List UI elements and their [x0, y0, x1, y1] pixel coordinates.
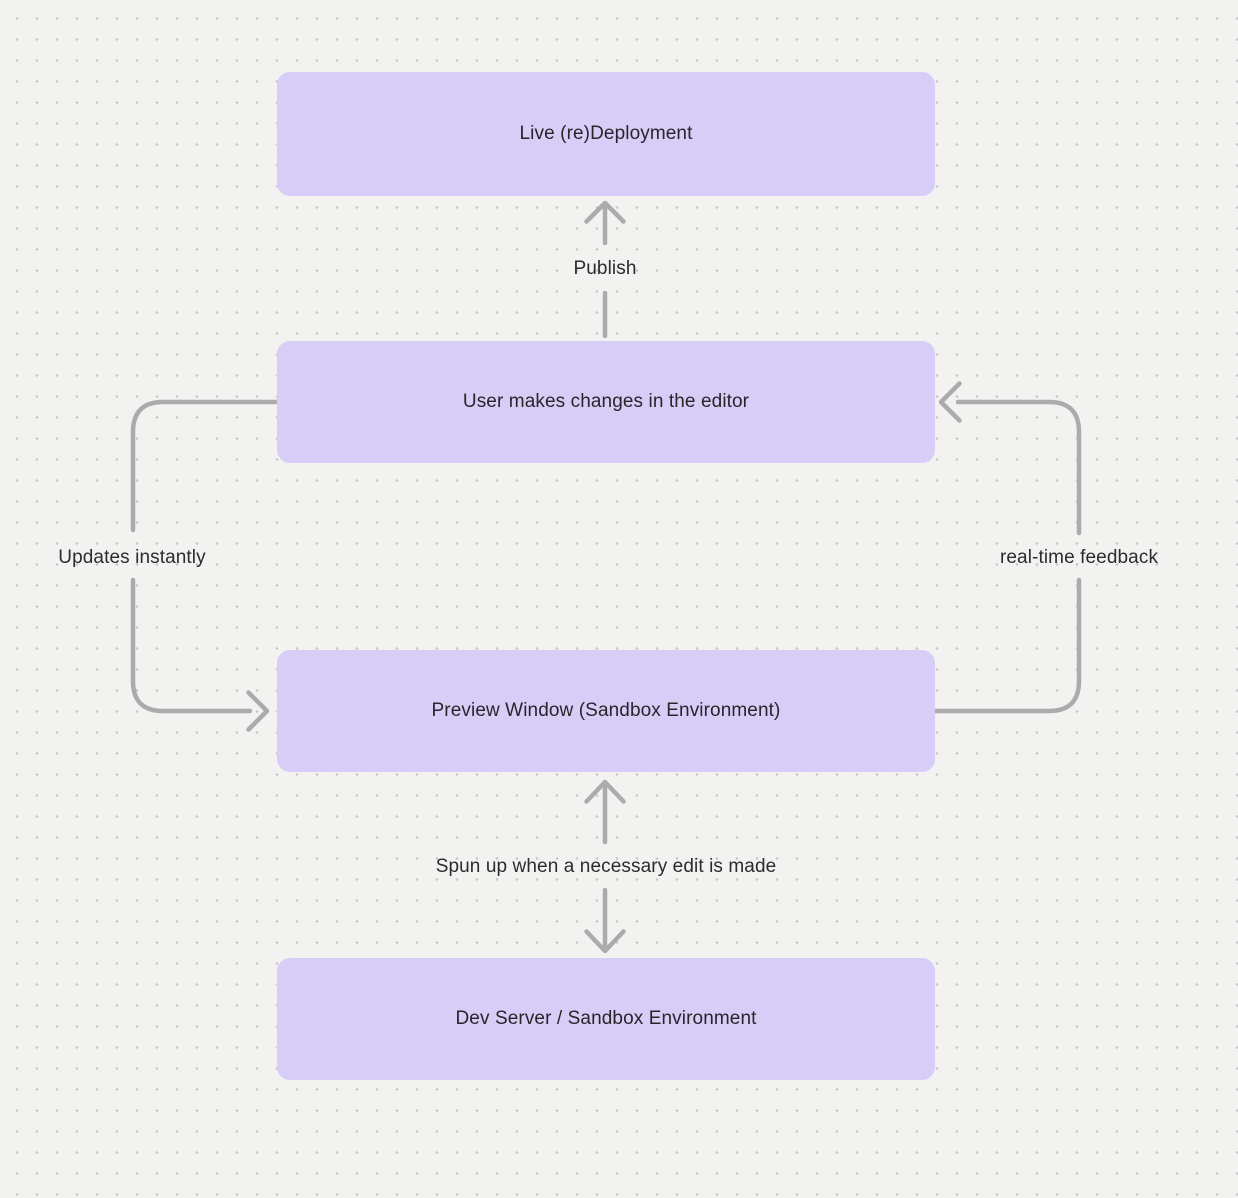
node-live-deployment-label: Live (re)Deployment — [519, 123, 693, 144]
updates-arrow-line-lower — [130, 577, 253, 714]
node-dev-server-label: Dev Server / Sandbox Environment — [455, 1008, 757, 1029]
node-preview-label: Preview Window (Sandbox Environment) — [431, 700, 781, 721]
edge-label-updates-instantly: Updates instantly — [58, 547, 206, 568]
node-editor-label: User makes changes in the editor — [462, 391, 750, 412]
updates-arrow-head-right-icon — [246, 690, 270, 732]
edge-label-publish: Publish — [573, 258, 637, 279]
updates-arrow-line-upper — [130, 399, 280, 533]
node-preview: Preview Window (Sandbox Environment) — [277, 650, 935, 772]
feedback-arrow-line-upper — [955, 399, 1082, 536]
feedback-arrow-head-left-icon — [938, 381, 962, 423]
node-live-deployment: Live (re)Deployment — [277, 72, 935, 196]
publish-arrow-head-up-icon — [584, 200, 626, 224]
edge-label-spun-up: Spun up when a necessary edit is made — [435, 856, 777, 877]
node-dev-server: Dev Server / Sandbox Environment — [277, 958, 935, 1080]
spunup-arrow-head-down-icon — [584, 929, 626, 954]
edge-label-realtime-feedback: real-time feedback — [999, 547, 1159, 568]
spunup-arrow-head-up-icon — [584, 779, 626, 804]
node-editor: User makes changes in the editor — [277, 341, 935, 463]
feedback-arrow-line-lower — [932, 577, 1082, 714]
